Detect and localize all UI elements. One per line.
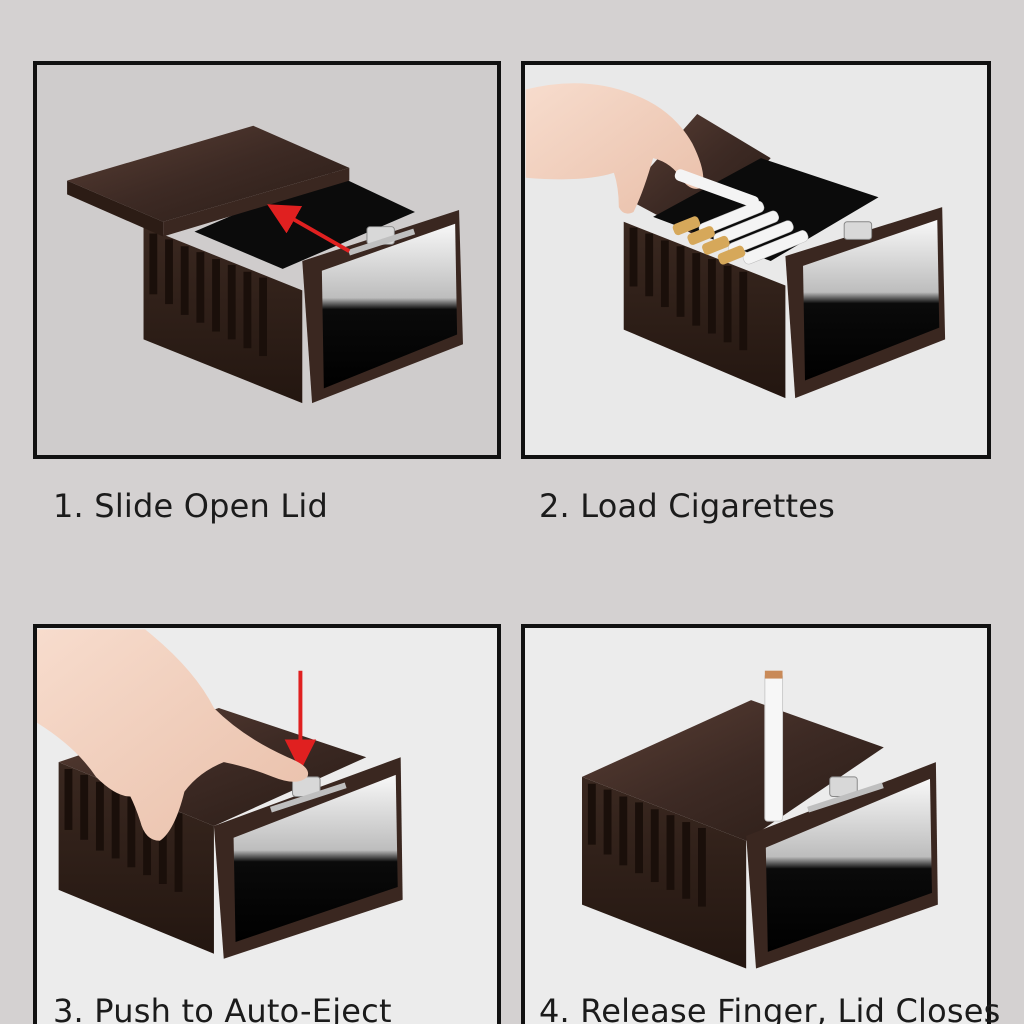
hand-icon [37,629,309,841]
ejected-cigarette [764,673,784,822]
case-loading-illustration [525,83,946,399]
case-lid-closed-illustration [582,670,938,969]
case-lid-open-illustration [67,125,463,404]
case-push-eject-illustration [37,629,403,959]
step-3-panel [33,624,501,1024]
step-2-caption: 2. Load Cigarettes [539,487,835,525]
step-4-caption: 4. Release Finger, Lid Closes [539,992,1001,1024]
slide-arrow-icon [267,204,351,253]
step-4-panel [521,624,991,1024]
cigarettes [672,200,809,265]
hand-icon [525,83,759,214]
step-2-panel [521,61,991,459]
step-3-caption: 3. Push to Auto-Eject [53,992,392,1024]
step-1-caption: 1. Slide Open Lid [53,487,329,525]
step-1-panel [33,61,501,459]
